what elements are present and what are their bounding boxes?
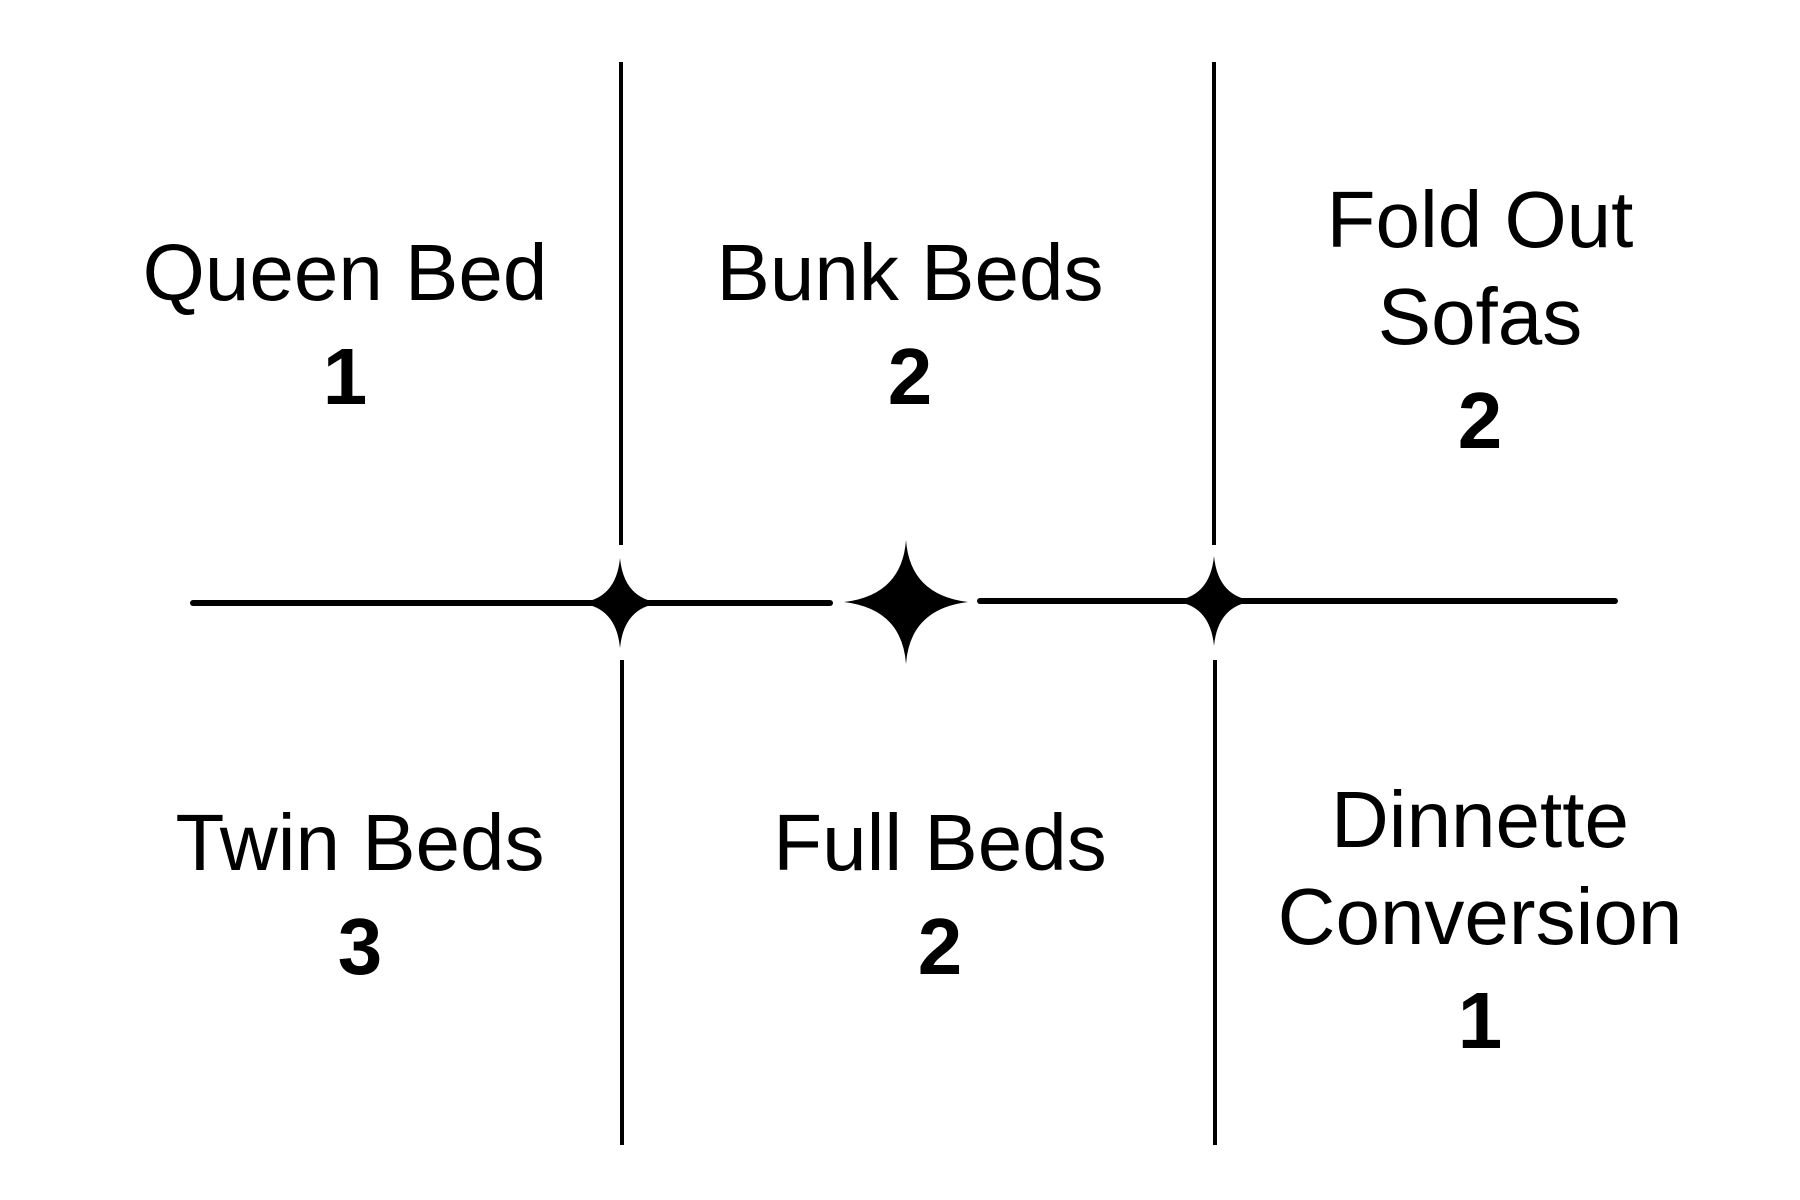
cell-twin-beds: Twin Beds 3 [110,770,610,1020]
cell-count: 2 [917,902,963,991]
cell-count: 2 [887,332,933,421]
cell-count: 1 [1457,975,1503,1065]
cell-label: Bunk Beds [716,228,1104,318]
cell-label: Full Beds [773,798,1107,888]
cell-label: Queen Bed [142,228,548,318]
star-intersection-right-icon [1172,556,1256,646]
cell-fold-out-sofas: Fold Out Sofas 2 [1230,140,1730,500]
star-intersection-center-icon [844,540,968,664]
cell-full-beds: Full Beds 2 [700,770,1180,1020]
cell-count: 2 [1457,375,1503,465]
cell-count: 1 [322,332,368,421]
cell-label: Dinnette Conversion [1277,774,1683,962]
cell-count: 3 [337,902,383,991]
cell-dinnette-conversion: Dinnette Conversion 1 [1230,740,1730,1100]
star-intersection-left-icon [578,558,662,648]
cell-queen-bed: Queen Bed 1 [110,200,580,450]
cell-label: Fold Out Sofas [1326,174,1634,362]
cell-bunk-beds: Bunk Beds 2 [660,200,1160,450]
cell-label: Twin Beds [175,798,545,888]
